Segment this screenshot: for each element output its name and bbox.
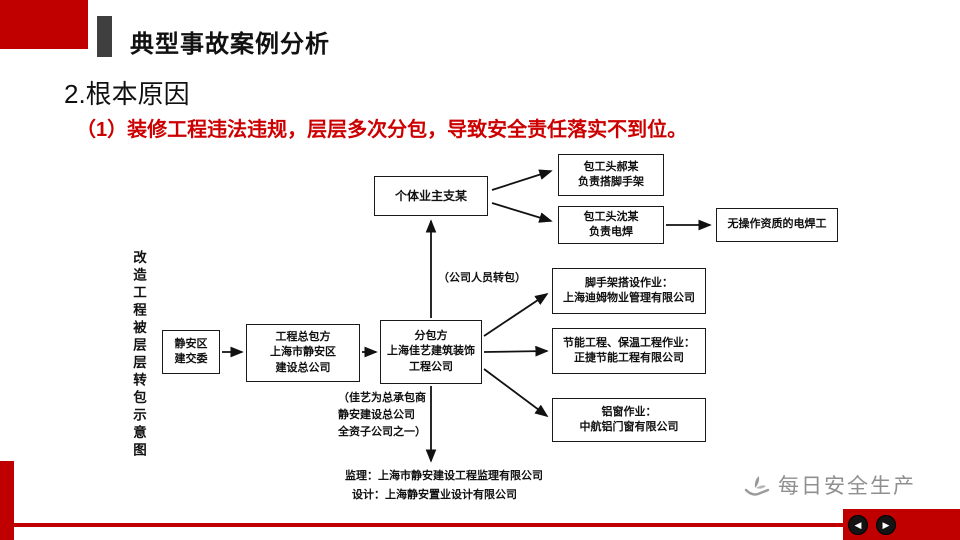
note-subsidiary: （佳艺为总承包商 静安建设总公司 全资子公司之一） bbox=[338, 392, 426, 439]
note-supervision: 监理：上海市静安建设工程监理有限公司 bbox=[345, 470, 543, 482]
prev-slide-button[interactable]: ◀ bbox=[848, 515, 868, 535]
box-foreman-shen: 包工头沈某 负责电焊 bbox=[558, 206, 664, 244]
next-icon: ▶ bbox=[882, 519, 890, 530]
top-left-red-block bbox=[0, 0, 88, 49]
watermark: 每日安全生产 bbox=[742, 470, 916, 500]
note-company-transfer: （公司人员转包） bbox=[438, 272, 526, 284]
box-energy-company: 节能工程、保温工程作业： 正捷节能工程有限公司 bbox=[552, 328, 706, 374]
diagram-side-label: 改造工程被层层转包示意图 bbox=[131, 250, 146, 460]
watermark-text: 每日安全生产 bbox=[778, 475, 916, 498]
box-jingan-committee: 静安区 建交委 bbox=[162, 330, 220, 374]
box-individual-owner: 个体业主支某 bbox=[374, 176, 488, 216]
next-slide-button[interactable]: ▶ bbox=[876, 515, 896, 535]
title-accent-bar bbox=[97, 16, 112, 57]
watermark-logo bbox=[744, 476, 770, 496]
page-title: 典型事故案例分析 bbox=[130, 31, 330, 58]
box-subcontractor: 分包方 上海佳艺建筑装饰 工程公司 bbox=[380, 320, 482, 384]
section-heading: 2.根本原因 bbox=[64, 79, 190, 109]
box-general-contractor: 工程总包方 上海市静安区 建设总公司 bbox=[246, 324, 360, 382]
note-design: 设计：上海静安置业设计有限公司 bbox=[352, 489, 517, 501]
point-text: （1）装修工程违法违规，层层多次分包，导致安全责任落实不到位。 bbox=[76, 119, 688, 141]
bottom-left-red-block bbox=[0, 461, 14, 540]
box-unlicensed-welder: 无操作资质的电焊工 bbox=[716, 208, 838, 242]
box-scaffold-company: 脚手架搭设作业： 上海迪姆物业管理有限公司 bbox=[552, 268, 706, 314]
prev-icon: ◀ bbox=[854, 519, 862, 530]
bottom-red-line bbox=[0, 523, 960, 527]
box-foreman-hao: 包工头郝某 负责搭脚手架 bbox=[558, 154, 664, 196]
box-window-company: 铝窗作业： 中航铝门窗有限公司 bbox=[552, 398, 706, 442]
